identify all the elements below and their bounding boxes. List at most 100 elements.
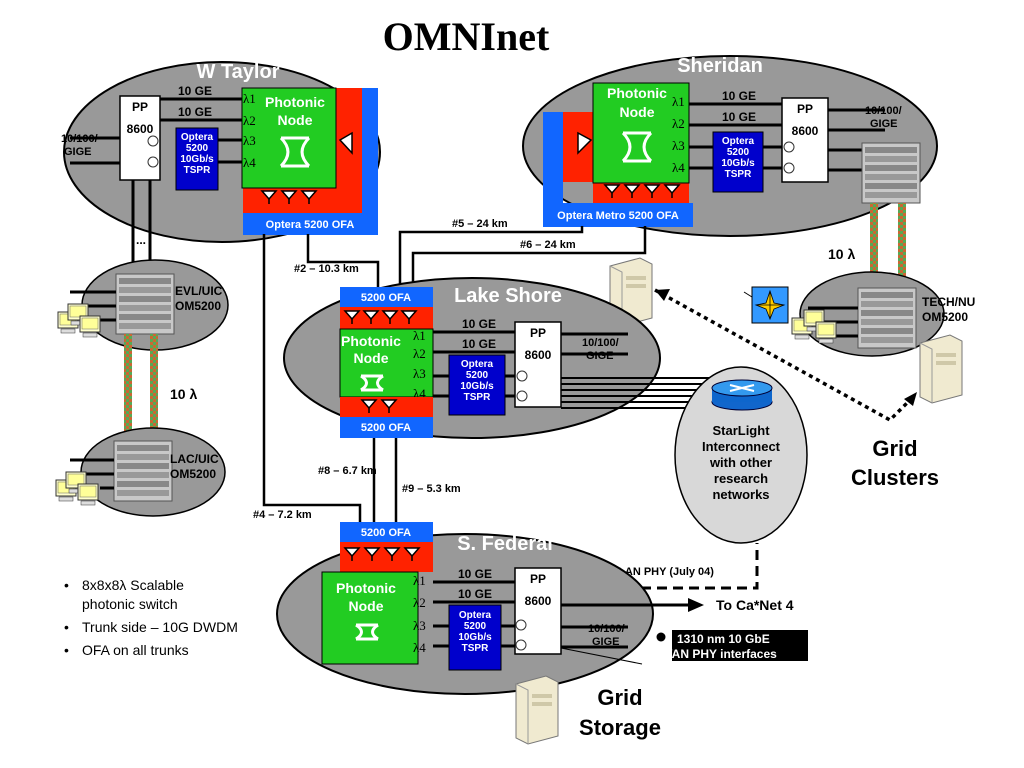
tspr-line: Optera	[722, 136, 755, 147]
arrow-head-icon	[688, 598, 704, 612]
site-label: EVL/UIC	[175, 284, 223, 298]
tspr-line: 10Gb/s	[460, 381, 494, 392]
pp-8600-box	[514, 567, 562, 655]
trunk-label: #9 – 5.3 km	[402, 483, 461, 495]
fiber-bundle	[124, 334, 132, 446]
tspr-line: TSPR	[462, 643, 489, 654]
ge-link-label: 10 GE	[722, 89, 756, 103]
lambda-2: λ2	[672, 116, 685, 131]
site-lac-uic: LAC/UIC OM5200	[55, 427, 226, 517]
site-label: OM5200	[170, 467, 216, 481]
tspr-line: TSPR	[725, 169, 752, 180]
workstation-icon	[77, 483, 99, 506]
amplifier-icon	[338, 131, 353, 155]
site-evl-uic: EVL/UIC OM5200	[57, 259, 229, 351]
optical-rack-icon	[861, 142, 921, 204]
fiber-bundle	[150, 334, 158, 446]
feature-list: • 8x8x8λ Scalable photonic switch • Trun…	[64, 577, 238, 658]
wan-phy-callout	[672, 630, 808, 661]
lambda-2: λ2	[243, 113, 256, 128]
gige-label: 10/100/	[61, 133, 98, 145]
diagram-title: OMNInet	[383, 14, 550, 59]
ofa-label: Optera Metro 5200 OFA	[557, 210, 679, 222]
gige-label: GIGE	[592, 636, 620, 648]
port-icon	[147, 156, 159, 168]
port-icon	[516, 390, 528, 402]
switch-x-icon	[279, 136, 311, 168]
photonic-node	[339, 328, 434, 398]
bullet-text: 8x8x8λ Scalable	[82, 577, 184, 593]
photonic-node	[321, 571, 419, 665]
trunk-label: #5 – 24 km	[452, 218, 508, 230]
ofa-bar	[543, 203, 693, 227]
gige-label: GIGE	[64, 146, 92, 158]
photonic-label: Photonic	[607, 85, 667, 101]
photonic-label: Photonic	[341, 333, 401, 349]
lambda-2: λ2	[413, 346, 426, 361]
optical-rack-icon	[113, 440, 173, 502]
pp-label: PP	[132, 100, 148, 114]
server-icon	[919, 334, 963, 404]
port-icon	[516, 370, 528, 382]
wan-phy-label: 1310 nm 10 GbE	[677, 632, 770, 646]
port-icon	[783, 162, 795, 174]
ofa-label: Optera 5200 OFA	[266, 219, 355, 231]
lambda-3: λ3	[243, 133, 256, 148]
gige-label: GIGE	[870, 118, 898, 130]
photonic-label: Node	[620, 104, 655, 120]
photonic-label: Photonic	[265, 94, 325, 110]
starlight-label: research	[714, 471, 768, 486]
bullet-text: Trunk side – 10G DWDM	[82, 619, 238, 635]
ge-link-label: 10 GE	[462, 317, 496, 331]
fiber-bundle	[870, 203, 878, 295]
site-name: W Taylor	[197, 61, 280, 83]
bullet-text: photonic switch	[82, 596, 178, 612]
bullet-marker: •	[64, 577, 69, 593]
site-s-federal: S. Federal 5200 OFA Photonic Node λ1 λ2 …	[276, 522, 654, 695]
tspr-line: 5200	[727, 147, 750, 158]
gige-label: 10/100/	[582, 337, 619, 349]
arrow-head-icon	[655, 289, 670, 301]
ten-lambda-label: 10 λ	[828, 246, 855, 262]
bullet-dot	[656, 632, 666, 642]
photonic-label: Node	[354, 350, 389, 366]
lambda-4: λ4	[413, 640, 426, 655]
ge-link-label: 10 GE	[458, 567, 492, 581]
site-label: TECH/NU	[922, 295, 975, 309]
ofa-bar	[340, 522, 433, 542]
optera-tspr-box	[712, 131, 764, 193]
ge-link-label: 10 GE	[722, 110, 756, 124]
tspr-line: 10Gb/s	[180, 154, 214, 165]
grid-storage-label: Grid	[597, 685, 642, 710]
lambda-3: λ3	[672, 138, 685, 153]
gige-label: 10/100/	[865, 105, 902, 117]
tspr-line: Optera	[461, 359, 494, 370]
lambda-1: λ1	[413, 573, 426, 588]
trunk-label: #2 – 10.3 km	[294, 263, 359, 275]
lambda-4: λ4	[672, 160, 685, 175]
optical-rack-icon	[857, 287, 917, 349]
pp-label: PP	[530, 572, 546, 586]
tspr-line: 5200	[186, 143, 209, 154]
site-name: Sheridan	[677, 55, 763, 77]
grid-clusters-label: Clusters	[851, 465, 939, 490]
photonic-label: Node	[349, 598, 384, 614]
port-icon	[147, 135, 159, 147]
ge-link-label: 10 GE	[178, 84, 212, 98]
ofa-label: 5200 OFA	[361, 422, 411, 434]
ge-link-label: 10 GE	[178, 105, 212, 119]
lambda-1: λ1	[413, 328, 426, 343]
site-lake-shore: Lake Shore 5200 OFA Photonic Node λ1 λ2 …	[283, 277, 661, 439]
optera-tspr-box	[175, 127, 219, 191]
site-name: S. Federal	[457, 533, 553, 555]
router-icon	[711, 379, 773, 411]
site-starlight: StarLight Interconnect with other resear…	[674, 366, 808, 544]
lambda-2: λ2	[413, 595, 426, 610]
photonic-label: Photonic	[336, 580, 396, 596]
site-label: OM5200	[922, 310, 968, 324]
lambda-3: λ3	[413, 366, 426, 381]
port-icon	[515, 639, 527, 651]
ofa-label: 5200 OFA	[361, 292, 411, 304]
starlight-label: networks	[712, 487, 769, 502]
tspr-line: 10Gb/s	[458, 632, 492, 643]
